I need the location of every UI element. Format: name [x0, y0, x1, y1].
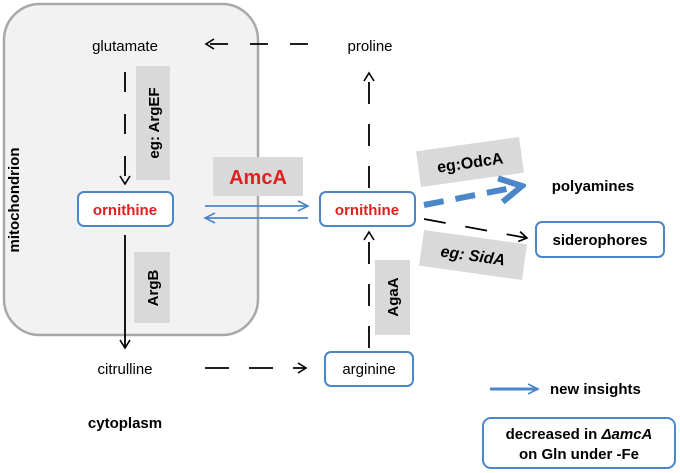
enzyme-agaa: AgaA: [385, 277, 402, 316]
metabolite-ornithine-cyto: ornithine: [335, 202, 399, 219]
legend-decreased-prefix: decreased in: [506, 426, 602, 443]
enzyme-box-sida: [419, 229, 527, 281]
legend-decreased-line1: decreased in ΔamcA: [506, 426, 653, 443]
legend-new-insights-label: new insights: [550, 381, 641, 398]
metabolite-citrulline: citrulline: [97, 361, 152, 378]
metabolite-siderophores: siderophores: [552, 232, 647, 249]
arrow-ornithine-to-polyamines: [423, 186, 522, 208]
cytoplasm-label: cytoplasm: [88, 415, 162, 432]
legend-decreased-line2: on Gln under -Fe: [519, 446, 639, 463]
siderophores-box: [535, 221, 665, 258]
arginine-box: [324, 351, 414, 387]
enzyme-box-amca: [213, 157, 303, 196]
metabolite-proline: proline: [347, 38, 392, 55]
legend-decreased-box: [482, 417, 676, 469]
ornithine-mito-box: [77, 191, 174, 227]
enzyme-argef: eg: ArgEF: [146, 87, 163, 158]
enzyme-box-argef: [136, 66, 170, 180]
ornithine-cyto-box: [319, 191, 416, 227]
metabolite-arginine: arginine: [342, 361, 395, 378]
enzyme-argb: ArgB: [145, 270, 162, 307]
metabolite-polyamines: polyamines: [552, 178, 635, 195]
legend-decreased-mutant: ΔamcA: [600, 426, 652, 443]
mitochondrion-label: mitochondrion: [6, 148, 23, 253]
enzyme-box-agaa: [375, 260, 410, 335]
metabolite-glutamate: glutamate: [92, 38, 158, 55]
enzyme-box-odca: [416, 136, 524, 188]
enzyme-box-argb: [134, 252, 170, 323]
enzyme-amca: AmcA: [229, 167, 287, 189]
metabolite-ornithine-mito: ornithine: [93, 202, 157, 219]
arrow-ornithine-to-siderophores: [423, 218, 529, 243]
